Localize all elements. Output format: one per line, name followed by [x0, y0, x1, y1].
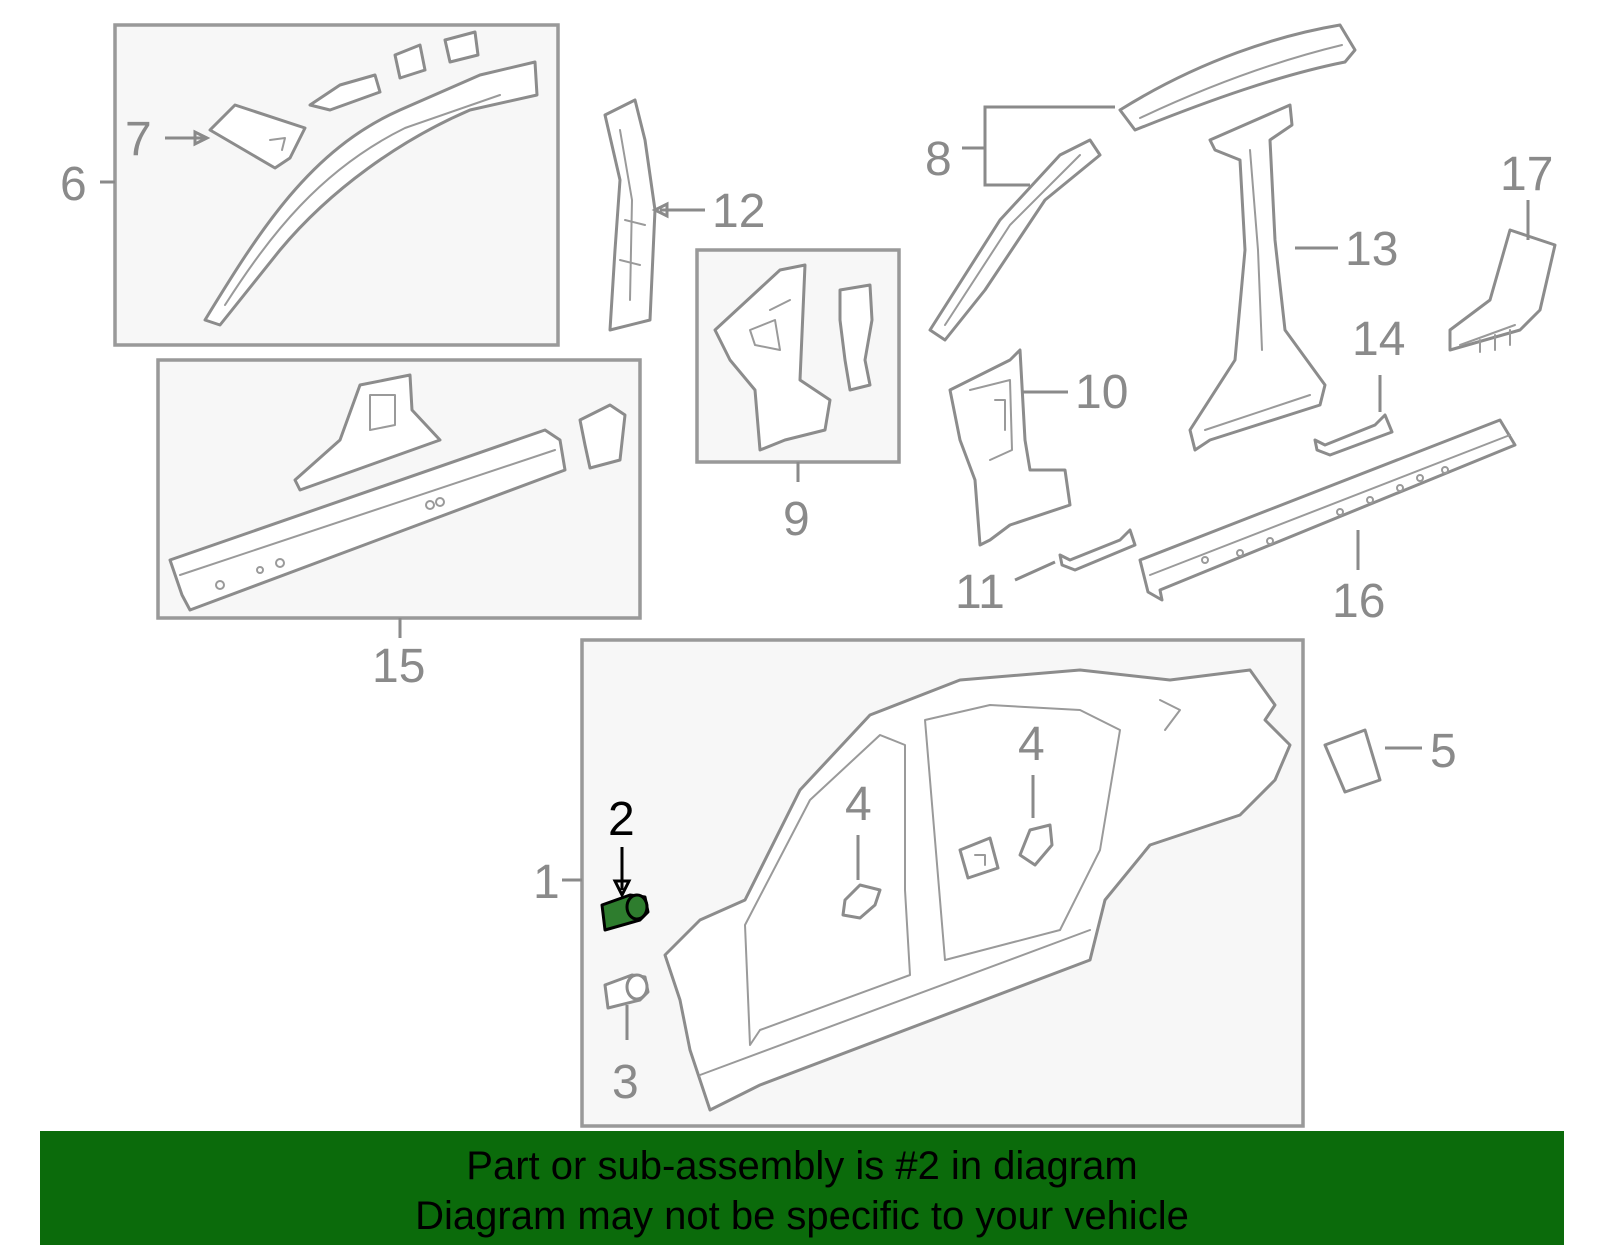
callout-17: 17: [1500, 148, 1553, 201]
pillar-10-icon: [948, 348, 1072, 547]
callout-2-highlighted: 2: [608, 793, 635, 846]
patch-5-icon: [1323, 728, 1382, 794]
bracket-2-highlighted-icon: [600, 893, 650, 932]
box-1-side-panel-assembly: [580, 638, 1305, 1128]
callout-8: 8: [925, 133, 952, 186]
callout-4b: 4: [1018, 718, 1045, 771]
pillar-13-icon: [1188, 103, 1327, 452]
rocker-15-icon: [168, 428, 567, 612]
roof-rail-icon: [203, 30, 539, 327]
grommet-4a-icon: [841, 883, 882, 920]
pillar-base-15-icon: [293, 373, 442, 492]
callout-3: 3: [612, 1056, 639, 1109]
callout-7: 7: [125, 113, 152, 166]
pillar-9-icon: [713, 263, 832, 452]
callout-11: 11: [955, 566, 1005, 619]
panel-17-icon: [1448, 228, 1557, 353]
callout-12: 12: [712, 185, 765, 238]
callout-9: 9: [783, 493, 810, 546]
bracket-7-icon: [208, 103, 307, 170]
callout-15: 15: [372, 640, 425, 693]
rocker-16-icon: [1138, 418, 1517, 602]
banner-line-1: Part or sub-assembly is #2 in diagram: [466, 1144, 1138, 1188]
leader-lines: [100, 105, 1530, 1040]
banner-line-2: Diagram may not be specific to your vehi…: [415, 1194, 1189, 1238]
callout-10: 10: [1075, 366, 1128, 419]
box-6-roof-rail-assembly: [113, 23, 560, 347]
bracket-14-icon: [1313, 413, 1394, 457]
pillar-12-icon: [603, 98, 657, 332]
callout-5: 5: [1430, 725, 1457, 778]
callout-1: 1: [533, 856, 560, 909]
box-9-pillar-reinforcement: [695, 248, 901, 464]
callout-16: 16: [1332, 575, 1385, 628]
bracket-3-icon: [603, 973, 650, 1010]
side-panel-icon: [663, 668, 1292, 1112]
bracket-11-icon: [1058, 528, 1137, 572]
grommet-4b-icon: [1018, 823, 1054, 867]
box-15-rocker-assembly: [156, 358, 642, 620]
bracket-15b-icon: [578, 403, 627, 470]
bracket-9b-icon: [838, 283, 874, 392]
info-banner: Part or sub-assembly is #2 in diagram Di…: [40, 1131, 1564, 1245]
roof-rail-8-icon: [928, 23, 1357, 342]
callout-6: 6: [60, 158, 87, 211]
callout-4a: 4: [845, 778, 872, 831]
bracket-inner-icon: [958, 836, 1000, 880]
callout-14: 14: [1352, 313, 1405, 366]
callout-13: 13: [1345, 223, 1398, 276]
